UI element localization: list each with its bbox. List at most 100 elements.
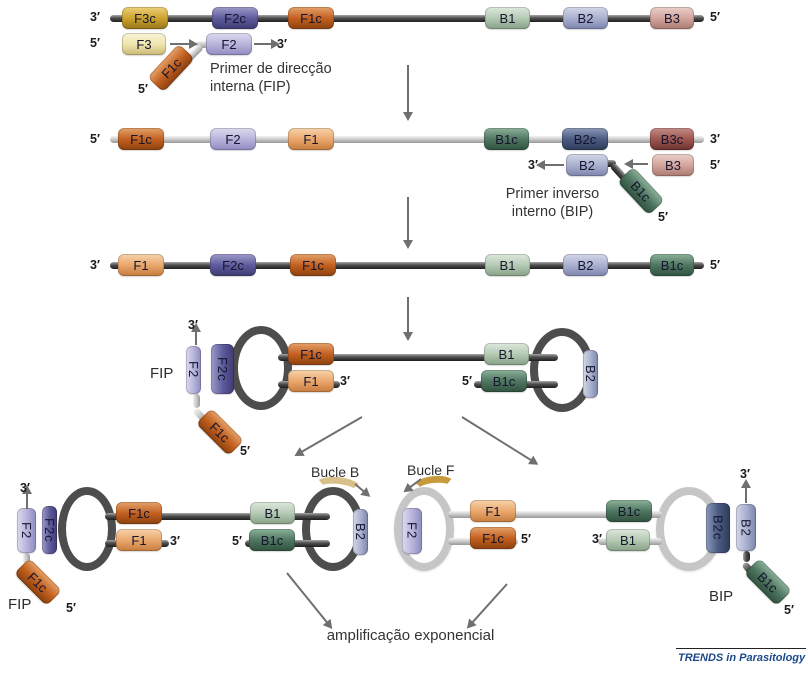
fip-caption-line1: Primer de direcção [210,61,332,77]
row3-left-3prime: 3′ [90,258,100,272]
s5r-bip-b1c-tail: B1c [743,557,793,607]
segment-b2c-2: B2c [562,128,608,150]
dumbbell-f1-3prime: 3′ [340,374,350,388]
dumbbell-extension-arrow [195,331,197,345]
segment-f1c: F1c [288,7,334,29]
dumbbell-top-strand [278,354,558,361]
dumbbell-fip-5prime: 5′ [240,444,250,458]
s5r-extension-arrow [745,487,747,503]
dumbbell-f2c: F2c [211,344,234,394]
s5r-f2: F2 [402,508,422,554]
row2-right-3prime: 3′ [710,132,720,146]
s5r-b2-label: B2 [738,518,754,537]
segment-b1-3: B1 [485,254,530,276]
dumbbell-fip-f1c-tail: F1c [195,407,245,457]
bip-tail-5prime: 5′ [658,210,668,224]
s5l-b1c: B1c [249,529,295,551]
segment-f2c-3: F2c [210,254,256,276]
primer-f3: F3 [122,33,166,55]
bip-caption-line2: interno (BIP) [511,204,594,220]
dumbbell-fip-elbow-v [193,394,200,408]
dumbbell-f2-label: F2 [186,361,201,379]
s5l-f2c: F2c [42,506,57,554]
segment-f1-3: F1 [118,254,164,276]
branch-arrow-left [300,416,363,453]
s5l-fip-label: FIP [8,596,32,613]
s5l-top-3prime: 3′ [20,481,30,495]
row3-right-5prime: 5′ [710,258,720,272]
segment-f2c: F2c [212,7,258,29]
fip-extension-arrow [254,39,280,49]
converge-arrow-right [471,583,508,624]
row2-strand [110,136,704,143]
primer-b3: B3 [652,154,694,176]
b3-5prime: 5′ [710,158,720,172]
s5l-f2-label: F2 [19,521,34,540]
dumbbell-b1c: B1c [481,370,527,392]
segment-f1c-2: F1c [118,128,164,150]
segment-b1: B1 [485,7,530,29]
s5r-f1: F1 [470,500,516,522]
s5r-bip-label: BIP [709,588,734,605]
dumbbell-b1: B1 [484,343,529,365]
fip-elbow-stub [196,41,208,48]
s5r-left-loop [394,487,454,571]
s5r-bip-elbow-v [743,551,750,562]
s5l-top-strand [105,513,330,520]
row1-left-3prime: 3′ [90,10,100,24]
journal-credit: TRENDS in Parasitology [678,652,806,664]
footer-rule [676,648,806,649]
dumbbell-top-3prime: 3′ [188,318,198,332]
s5r-b1: B1 [606,529,650,551]
dumbbell-f1c: F1c [288,343,334,365]
s5l-b1: B1 [250,502,295,524]
segment-b2: B2 [563,7,608,29]
dumbbell-b2-label: B2 [583,365,598,383]
s5l-f2: F2 [17,508,36,553]
s5l-b1c-5prime: 5′ [232,534,242,548]
b3-extension-arrow [632,163,648,165]
s5r-b2c-label: B2c [710,515,726,541]
segment-b3c-2: B3c [650,128,694,150]
s5r-top-3prime: 3′ [740,467,750,481]
bucle-b-label: Bucle B [311,464,360,480]
step-arrow-2 [407,197,409,241]
fip-3prime: 3′ [277,37,287,51]
fip-strand-5prime: 5′ [90,36,100,50]
s5l-f2c-label: F2c [42,517,57,543]
s5l-f1c: F1c [116,502,162,524]
fip-f2: F2 [206,33,252,55]
bip-caption: Primer inverso interno (BIP) [490,185,615,221]
row3-strand [110,262,704,269]
step-arrow-1 [407,65,409,113]
s5r-bip-5prime: 5′ [784,603,794,617]
dumbbell-b1c-5prime: 5′ [462,374,472,388]
s5r-b2c: B2c [706,503,730,553]
s5r-f1c: F1c [470,527,516,549]
segment-b1c-3: B1c [650,254,694,276]
fip-caption-line2: interna (FIP) [210,79,291,95]
s5r-b1c: B1c [606,500,652,522]
segment-f3c: F3c [122,7,168,29]
dumbbell-b2: B2 [583,350,598,398]
s5r-f1c-5prime: 5′ [521,532,531,546]
s5r-b1-3prime: 3′ [592,532,602,546]
dumbbell-f2c-label: F2c [215,356,230,382]
row1-strand [110,15,704,22]
s5l-left-loop [58,487,116,571]
s5l-fip-5prime: 5′ [66,601,76,615]
segment-f1c-3: F1c [290,254,336,276]
fip-caption: Primer de direcção interna (FIP) [210,60,332,96]
exponential-amplification-caption: amplificação exponencial [326,627,495,644]
fip-label: FIP [150,365,174,382]
s5r-f2-label: F2 [404,522,420,540]
bucle-f-label: Bucle F [407,462,455,478]
converge-arrow-left [286,572,329,624]
s5l-f1-3prime: 3′ [170,534,180,548]
row2-left-5prime: 5′ [90,132,100,146]
bip-elbow-stub [604,160,616,167]
dumbbell-f2: F2 [186,346,201,394]
step-arrow-3 [407,297,409,333]
dumbbell-left-loop [230,326,292,410]
